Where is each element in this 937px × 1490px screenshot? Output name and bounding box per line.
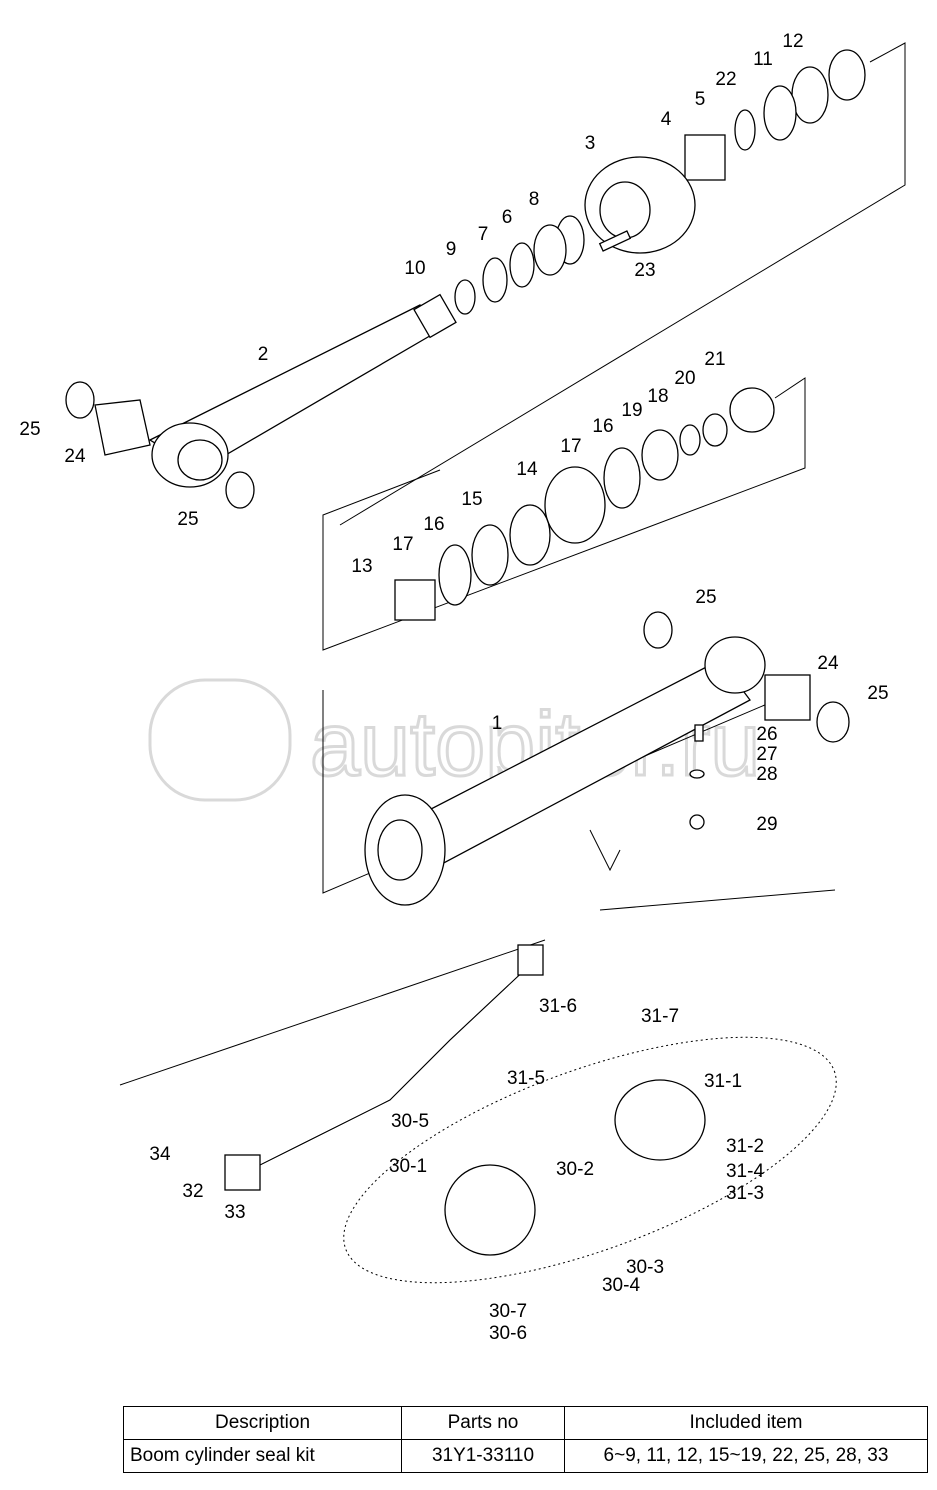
callout-6: 6	[502, 207, 513, 228]
callout-18: 18	[647, 386, 668, 407]
callout-24: 24	[64, 446, 86, 467]
callout-25: 25	[19, 419, 40, 440]
callout-31-2: 31-2	[726, 1136, 764, 1157]
callout-30-1: 30-1	[389, 1156, 427, 1177]
pipe-and-clamps	[224, 944, 837, 1284]
callout-31-6: 31-6	[539, 996, 577, 1017]
header-description: Description	[123, 1406, 402, 1440]
callout-33: 33	[224, 1202, 245, 1223]
callout-4: 4	[661, 109, 672, 130]
callout-8: 8	[529, 189, 540, 210]
callout-23: 23	[634, 260, 655, 281]
callout-5: 5	[695, 89, 706, 110]
callout-31-3: 31-3	[726, 1183, 764, 1204]
callout-30-5: 30-5	[391, 1111, 429, 1132]
callout-30-7: 30-7	[489, 1301, 527, 1322]
cell-parts-no: 31Y1-33110	[401, 1439, 565, 1473]
callout-30-3: 30-3	[626, 1257, 664, 1278]
header-parts-no: Parts no	[401, 1406, 565, 1440]
header-included-item: Included item	[564, 1406, 928, 1440]
callout-29: 29	[756, 814, 777, 835]
callout-10: 10	[404, 258, 425, 279]
callout-30-2: 30-2	[556, 1159, 594, 1180]
callout-32: 32	[182, 1181, 203, 1202]
table-row: Boom cylinder seal kit 31Y1-33110 6~9, 1…	[123, 1439, 928, 1473]
callout-25: 25	[867, 683, 888, 704]
callout-16: 16	[423, 514, 444, 535]
callout-25: 25	[177, 509, 198, 530]
callout-17: 17	[560, 436, 581, 457]
callout-13: 13	[351, 556, 372, 577]
table-header-row: Description Parts no Included item	[123, 1406, 928, 1440]
callout-16: 16	[592, 416, 613, 437]
callout-31-1: 31-1	[704, 1071, 742, 1092]
callout-11: 11	[753, 49, 773, 70]
piston-parts	[394, 387, 775, 621]
callout-17: 17	[392, 534, 413, 555]
cell-description: Boom cylinder seal kit	[123, 1439, 402, 1473]
seal-kit-table: Description Parts no Included item Boom …	[123, 1406, 928, 1473]
callout-31-4: 31-4	[726, 1161, 764, 1182]
callout-24: 24	[817, 653, 839, 674]
callout-31-7: 31-7	[641, 1006, 679, 1027]
callout-34: 34	[149, 1144, 171, 1165]
callout-7: 7	[478, 224, 489, 245]
callout-1: 1	[492, 713, 503, 734]
cylinder-tube	[364, 611, 850, 906]
callout-30-4: 30-4	[602, 1275, 640, 1296]
callout-19: 19	[621, 400, 642, 421]
callout-20: 20	[674, 368, 695, 389]
seal-rings-head	[454, 49, 866, 315]
callout-25: 25	[695, 587, 716, 608]
piston-rod	[65, 293, 457, 509]
callout-2: 2	[258, 344, 269, 365]
exploded-diagram: autopiter.ru	[19, 31, 906, 1344]
callout-22: 22	[715, 69, 736, 90]
frame-lines	[119, 42, 906, 1086]
callout-21: 21	[704, 349, 725, 370]
callout-14: 14	[516, 459, 538, 480]
callout-31-5: 31-5	[507, 1068, 545, 1089]
cell-included-item: 6~9, 11, 12, 15~19, 22, 25, 28, 33	[564, 1439, 928, 1473]
callout-27: 27	[756, 744, 777, 765]
callout-9: 9	[446, 239, 457, 260]
callout-3: 3	[585, 133, 596, 154]
callout-12: 12	[782, 31, 803, 52]
callout-30-6: 30-6	[489, 1323, 527, 1344]
callout-26: 26	[756, 724, 777, 745]
callout-28: 28	[756, 764, 777, 785]
callout-15: 15	[461, 489, 482, 510]
